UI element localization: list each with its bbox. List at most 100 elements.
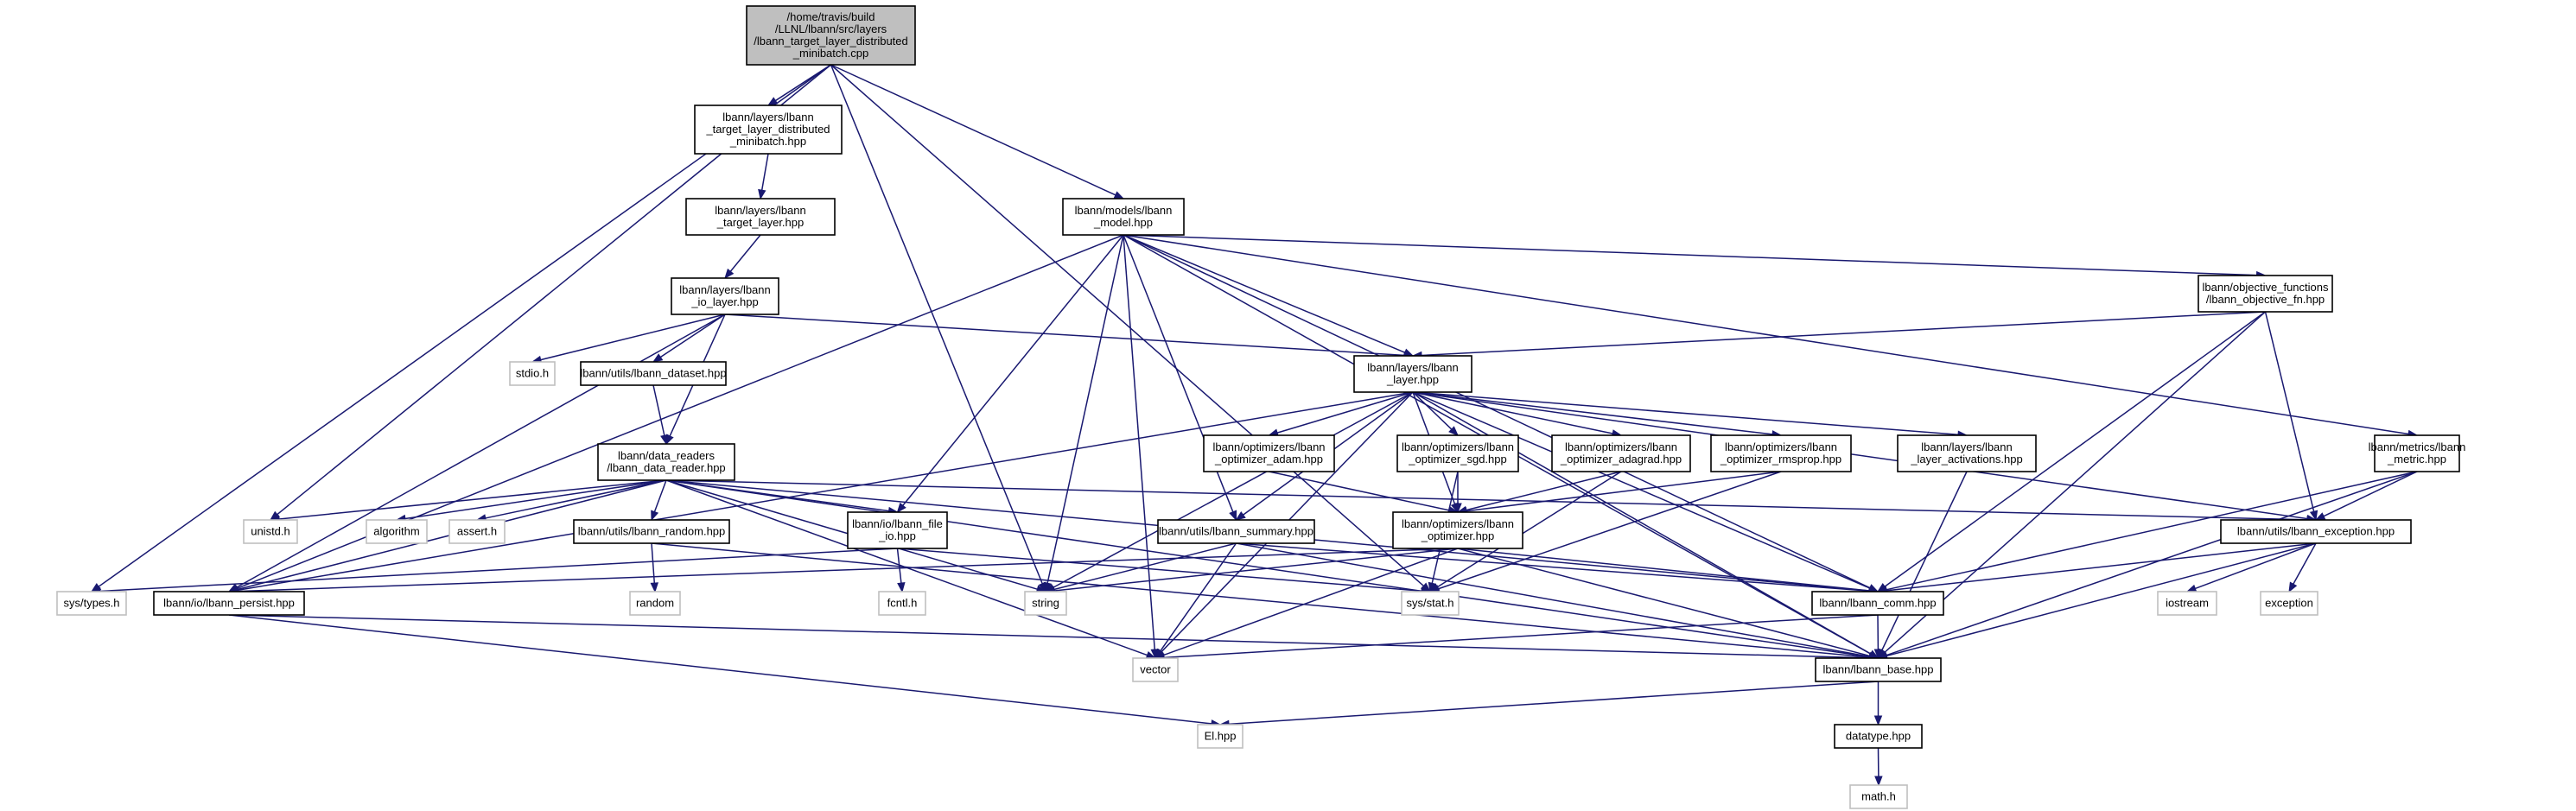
edge-line (652, 384, 665, 436)
node-label-line: lbann/objective_functions (2203, 281, 2329, 294)
edge-line (99, 548, 898, 592)
node-activ[interactable]: lbann/layers/lbann_layer_activations.hpp (1897, 434, 2037, 472)
node-exception[interactable]: lbann/utils/lbann_exception.hpp (2220, 519, 2412, 544)
node-label-line: _model.hpp (1093, 216, 1153, 229)
edge-line (1123, 234, 1871, 589)
node-box (1157, 519, 1315, 544)
node-sysstat[interactable]: sys/stat.h (1401, 591, 1460, 616)
edge-exception-to-comm (1876, 542, 2317, 595)
node-box (1062, 198, 1185, 236)
node-label-line: _minibatch.cpp (792, 47, 868, 60)
node-vector[interactable]: vector (1132, 657, 1179, 682)
node-label-line: _optimizer_adam.hpp (1214, 453, 1323, 466)
node-label-line: assert.h (457, 525, 497, 538)
edge-line (228, 614, 1870, 659)
node-label-line: lbann/io/lbann_file (852, 517, 943, 530)
node-label-line: lbann/optimizers/lbann (1725, 440, 1837, 453)
edge-random-to-randomstd (650, 542, 658, 593)
node-string[interactable]: string (1024, 591, 1067, 616)
node-summary[interactable]: lbann/utils/lbann_summary.hpp (1157, 519, 1315, 544)
node-comm[interactable]: lbann/lbann_comm.hpp (1811, 591, 1944, 616)
node-objfn[interactable]: lbann/objective_functions/lbann_objectiv… (2198, 275, 2333, 313)
node-tl[interactable]: lbann/layers/lbann_target_layer.hpp (685, 198, 836, 236)
node-label-line: lbann/data_readers (618, 449, 716, 462)
node-label-line: sys/stat.h (1407, 597, 1454, 610)
node-rmsprop[interactable]: lbann/optimizers/lbann_optimizer_rmsprop… (1710, 434, 1852, 472)
edge-summary-to-string (1044, 542, 1237, 594)
node-unistd[interactable]: unistd.h (243, 519, 298, 544)
node-box (1811, 591, 1944, 616)
edge-arrowhead (1043, 581, 1052, 593)
edge-model-to-summary (1123, 234, 1237, 522)
node-stdio[interactable]: stdio.h (509, 361, 556, 386)
edge-line (1886, 542, 2317, 592)
node-sgd[interactable]: lbann/optimizers/lbann_optimizer_sgd.hpp (1396, 434, 1519, 472)
edge-line (1466, 471, 1622, 511)
edge-rmsprop-to-sysstat (1428, 471, 1782, 593)
node-metric[interactable]: lbann/metrics/lbann_metric.hpp (2369, 434, 2466, 472)
edge-arrowhead (897, 582, 906, 593)
edge-arrowhead (2288, 581, 2298, 593)
node-persist[interactable]: lbann/io/lbann_persist.hpp (153, 591, 305, 616)
node-exceptionstd[interactable]: exception (2260, 591, 2318, 616)
node-reader[interactable]: lbann/data_readers/lbann_data_reader.hpp (597, 443, 735, 481)
node-label-line: iostream (2166, 597, 2209, 610)
node-label-line: math.h (1861, 790, 1896, 803)
node-label-line: _optimizer_sgd.hpp (1408, 453, 1506, 466)
edge-line (651, 542, 1870, 658)
node-dataset[interactable]: lbann/utils/lbann_dataset.hpp (580, 361, 727, 386)
node-algorithm[interactable]: algorithm (366, 519, 428, 544)
edge-line (1412, 391, 2308, 520)
node-label-line: lbann/utils/lbann_summary.hpp (1159, 525, 1313, 538)
node-randomstd[interactable]: random (629, 591, 681, 616)
node-optimizer[interactable]: lbann/optimizers/lbann_optimizer.hpp (1392, 511, 1523, 549)
node-systypes[interactable]: sys/types.h (56, 591, 127, 616)
edge-line (1881, 471, 1968, 651)
edge-arrowhead (652, 353, 664, 363)
node-label-line: _metric.hpp (2387, 453, 2446, 466)
node-fileio[interactable]: lbann/io/lbann_file_io.hpp (847, 511, 948, 549)
node-label-line: lbann/optimizers/lbann (1212, 440, 1325, 453)
edge-arrowhead (1235, 511, 1246, 521)
edge-line (1163, 548, 1459, 656)
node-label-line: lbann/layers/lbann (722, 111, 814, 124)
edge-datatype-to-math (1874, 747, 1883, 787)
edge-arrowhead (2309, 510, 2318, 522)
node-el[interactable]: El.hpp (1197, 724, 1243, 749)
node-io[interactable]: lbann/layers/lbann_io_layer.hpp (671, 277, 779, 315)
node-tld[interactable]: lbann/layers/lbann_target_layer_distribu… (694, 105, 843, 155)
node-datatype[interactable]: datatype.hpp (1834, 724, 1923, 749)
node-root[interactable]: /home/travis/build/LLNL/lbann/src/layers… (746, 5, 916, 66)
edge-line (1412, 391, 1959, 435)
edge-summary-to-base (1236, 542, 1880, 661)
node-math[interactable]: math.h (1849, 784, 1908, 809)
edge-line (237, 548, 1459, 592)
edge-line (236, 314, 726, 588)
edge-line (1457, 548, 1870, 592)
node-iostream[interactable]: iostream (2157, 591, 2217, 616)
node-layer[interactable]: lbann/layers/lbann_layer.hpp (1353, 355, 1472, 393)
edge-line (1886, 471, 2418, 591)
edge-line (1236, 542, 1870, 592)
node-base[interactable]: lbann/lbann_base.hpp (1815, 657, 1942, 682)
edge-adam-to-optimizer (1269, 471, 1460, 515)
edge-line (897, 548, 1422, 592)
edge-rmsprop-to-optimizer (1456, 471, 1782, 516)
node-adagrad[interactable]: lbann/optimizers/lbann_optimizer_adagrad… (1551, 434, 1691, 472)
node-assert[interactable]: assert.h (448, 519, 506, 544)
edge-line (1123, 234, 1406, 353)
node-label-line: _optimizer_adagrad.hpp (1560, 453, 1682, 466)
node-box (878, 591, 926, 616)
node-fcntl[interactable]: fcntl.h (878, 591, 926, 616)
node-label-line: _optimizer.hpp (1421, 529, 1495, 542)
edge-arrowhead (1113, 191, 1125, 200)
edge-line (1123, 234, 2257, 276)
edge-line (1123, 234, 2409, 435)
node-adam[interactable]: lbann/optimizers/lbann_optimizer_adam.hp… (1203, 434, 1335, 472)
node-model[interactable]: lbann/models/lbann_model.hpp (1062, 198, 1185, 236)
edge-line (2293, 542, 2317, 585)
edge-model-to-fileio (896, 234, 1124, 514)
node-box (746, 5, 916, 66)
edge-root-to-model (830, 64, 1125, 200)
node-random[interactable]: lbann/utils/lbann_random.hpp (573, 519, 730, 544)
